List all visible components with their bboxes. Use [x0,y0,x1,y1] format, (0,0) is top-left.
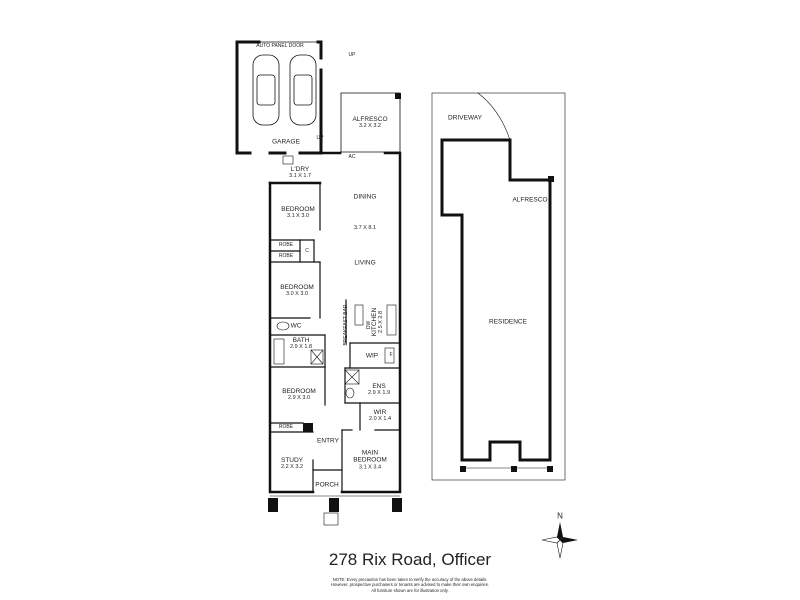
wip-label: WIP [365,352,379,360]
note-line: NOTE: Every precaution has been taken to… [332,576,488,582]
ac-label: AC [348,154,356,161]
auto-panel-door-label: AUTO PANEL DOOR [256,43,304,50]
robe-label: ROBE [278,253,294,260]
house-walls [268,151,402,494]
compass-icon [541,522,578,559]
disclaimer-note: NOTE: Every precaution has been taken to… [310,577,510,593]
residence-outline [440,138,552,462]
garage-label: GARAGE [272,138,300,146]
property-address-title: 278 Rix Road, Officer [328,550,492,569]
cupboard-label: C [305,248,309,255]
dining-living-dims: 3.7 X 8.1 [353,224,377,231]
wc-label: WC [290,322,302,330]
driveway-label: DRIVEWAY [448,114,482,122]
fridge-label: F [389,352,393,359]
porch-label: PORCH [315,481,339,489]
up-label: UP [316,135,324,142]
site-alfresco-label: ALFRESCO [512,196,548,204]
breakfast-bar-label: BREAKFAST BAR [343,304,350,346]
robe-label: ROBE [278,242,294,249]
compass-north-label: N [557,511,563,521]
site-boundary [431,92,566,481]
note-line: However, prospective purchasers or tenan… [330,582,490,588]
note-line: All furniture shown are for illustration… [371,587,449,593]
up-label: UP [348,52,356,59]
dining-label: DINING [353,193,377,201]
entry-label: ENTRY [317,437,339,445]
residence-label: RESIDENCE [489,318,527,326]
living-label: LIVING [354,259,376,267]
robe-label: ROBE [278,424,294,431]
